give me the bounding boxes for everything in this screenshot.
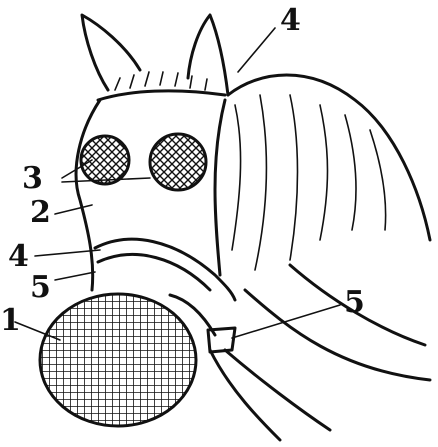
mane-strands	[232, 95, 386, 270]
label-4-left: 4	[8, 239, 29, 274]
label-5-right: 5	[344, 285, 365, 320]
label-3: 3	[22, 161, 43, 196]
right-eye-cup	[150, 134, 206, 190]
leader-5-right	[232, 305, 340, 338]
label-4-top: 4	[280, 3, 301, 38]
noseband	[95, 239, 235, 300]
left-eye-cup	[81, 136, 129, 184]
rein-1	[225, 350, 330, 430]
mane-edge	[215, 100, 225, 275]
mane	[228, 75, 430, 240]
right-ear	[188, 15, 228, 95]
muzzle-net	[40, 294, 196, 426]
rein-2	[210, 350, 280, 440]
head-outline	[76, 100, 100, 290]
label-1: 1	[0, 303, 21, 338]
forelock-band	[98, 91, 225, 100]
leader-5-left	[55, 272, 95, 280]
left-ear	[82, 15, 140, 90]
forelock-tufts	[115, 72, 207, 90]
label-2: 2	[30, 195, 51, 230]
leader-2	[55, 205, 92, 214]
leader-4-top	[238, 28, 275, 72]
label-5-left: 5	[30, 270, 51, 305]
